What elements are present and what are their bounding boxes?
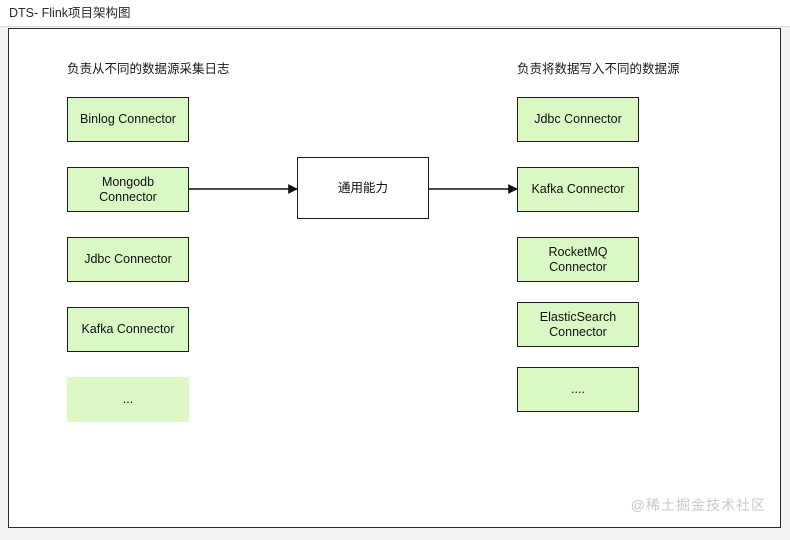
node-label: Jdbc Connector	[534, 112, 622, 126]
node-label: Jdbc Connector	[84, 252, 172, 266]
right-column-heading: 负责将数据写入不同的数据源	[517, 62, 680, 76]
left-column-heading: 负责从不同的数据源采集日志	[67, 62, 230, 76]
node-more-sources[interactable]: ...	[67, 377, 189, 422]
node-kafka-connector-sink[interactable]: Kafka Connector	[517, 167, 639, 212]
page-title: DTS- Flink项目架构图	[9, 6, 131, 20]
node-label: Kafka Connector	[81, 322, 175, 336]
node-label: Mongodb Connector	[99, 174, 157, 204]
node-label: Kafka Connector	[531, 182, 625, 196]
node-label: ....	[571, 382, 585, 396]
node-rocketmq-connector[interactable]: RocketMQ Connector	[517, 237, 639, 282]
node-label: 通用能力	[337, 180, 388, 195]
node-label: Binlog Connector	[80, 112, 176, 126]
node-binlog-connector[interactable]: Binlog Connector	[67, 97, 189, 142]
node-label: ...	[122, 392, 134, 406]
node-label: ElasticSearch Connector	[539, 309, 617, 339]
node-common-capability[interactable]: 通用能力	[297, 157, 429, 219]
node-jdbc-connector-sink[interactable]: Jdbc Connector	[517, 97, 639, 142]
node-label: RocketMQ Connector	[548, 244, 608, 274]
node-more-sinks[interactable]: ....	[517, 367, 639, 412]
diagram-canvas: 负责从不同的数据源采集日志 负责将数据写入不同的数据源 Binlog Conne…	[8, 28, 781, 528]
node-kafka-connector-source[interactable]: Kafka Connector	[67, 307, 189, 352]
node-jdbc-connector-source[interactable]: Jdbc Connector	[67, 237, 189, 282]
node-mongodb-connector[interactable]: Mongodb Connector	[67, 167, 189, 212]
node-elasticsearch-connector[interactable]: ElasticSearch Connector	[517, 302, 639, 347]
watermark: @稀土掘金技术社区	[630, 497, 766, 513]
titlebar: DTS- Flink项目架构图	[0, 0, 790, 27]
